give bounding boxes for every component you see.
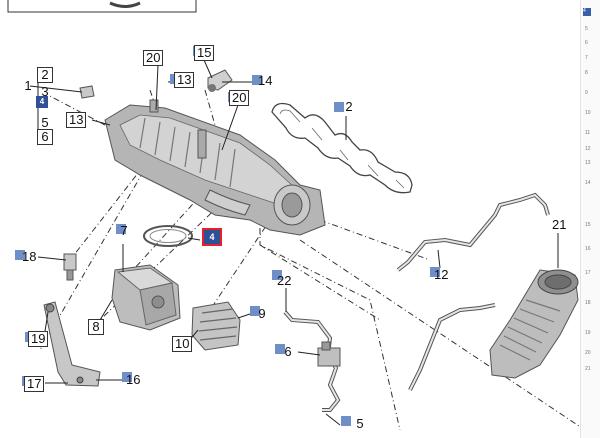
leader-lines bbox=[29, 59, 559, 426]
sidebar-item[interactable]: 14 bbox=[585, 180, 591, 186]
callout-20b: 20 bbox=[229, 90, 250, 106]
callout-9: 9 bbox=[258, 306, 266, 321]
tag-6b bbox=[275, 344, 285, 354]
part-4-marker[interactable]: 4 bbox=[36, 96, 48, 108]
corrugated-hose-21 bbox=[489, 269, 579, 379]
callout-14: 14 bbox=[258, 73, 273, 88]
tag-5b bbox=[341, 416, 351, 426]
sidebar-item[interactable]: 11 bbox=[585, 130, 591, 136]
callout-2b: 2 bbox=[345, 99, 353, 114]
tag-22 bbox=[272, 270, 282, 280]
callout-10: 10 bbox=[172, 336, 193, 352]
sidebar-item[interactable]: 20 bbox=[585, 350, 591, 356]
callout-13a: 13 bbox=[66, 112, 87, 128]
callout-6a: 6 bbox=[37, 129, 53, 145]
callout-15: 15 bbox=[194, 45, 215, 61]
callout-17: 17 bbox=[24, 376, 45, 392]
tag-12 bbox=[430, 267, 440, 277]
pipe-long bbox=[408, 303, 496, 391]
sidebar-item[interactable]: 10 bbox=[585, 110, 591, 116]
callout-22: 22 bbox=[277, 273, 292, 288]
valve-6 bbox=[317, 341, 341, 367]
sidebar-item[interactable]: 18 bbox=[585, 300, 591, 306]
sidebar-item[interactable]: 15 bbox=[585, 222, 591, 228]
callout-18: 18 bbox=[22, 249, 37, 264]
o-ring bbox=[143, 225, 193, 247]
callout-3: 3 bbox=[41, 84, 49, 99]
callout-5b: 5 bbox=[356, 416, 364, 431]
tag-7 bbox=[116, 224, 126, 234]
callout-21: 21 bbox=[552, 217, 567, 232]
parts-list-sidebar: 4 5 6 7 8 9 10 11 12 13 14 15 16 17 18 1… bbox=[580, 0, 600, 438]
sidebar-item[interactable]: 9 bbox=[585, 90, 588, 96]
gasket-set bbox=[271, 102, 413, 194]
intake-manifold bbox=[104, 99, 326, 236]
sensor-14 bbox=[207, 69, 233, 92]
bracket-assembly bbox=[191, 301, 241, 351]
sidebar-item[interactable]: 17 bbox=[585, 270, 591, 276]
top-thumbnail-box bbox=[7, 0, 197, 13]
callout-16: 16 bbox=[126, 372, 141, 387]
sensor-1 bbox=[79, 85, 95, 99]
callout-19: 19 bbox=[28, 331, 49, 347]
callout-12: 12 bbox=[434, 267, 449, 282]
sidebar-item[interactable]: 19 bbox=[585, 330, 591, 336]
callout-5a: 5 bbox=[41, 115, 49, 130]
sidebar-item[interactable]: 7 bbox=[585, 55, 588, 61]
throttle-body bbox=[111, 264, 181, 331]
sidebar-item[interactable]: 16 bbox=[585, 246, 591, 252]
sidebar-item[interactable]: 21 bbox=[585, 366, 591, 372]
tag-18 bbox=[15, 250, 25, 260]
sidebar-item[interactable]: 12 bbox=[585, 146, 591, 152]
callout-2a: 2 bbox=[37, 67, 53, 83]
highlighted-part-4-button[interactable]: 4 bbox=[202, 228, 222, 246]
callout-13b: 13 bbox=[174, 72, 195, 88]
callout-20a: 20 bbox=[143, 50, 164, 66]
sidebar-item[interactable]: 6 bbox=[585, 40, 588, 46]
callout-1: 1 bbox=[24, 78, 32, 93]
tag-16 bbox=[122, 372, 132, 382]
sidebar-item[interactable]: 8 bbox=[585, 70, 588, 76]
support-bracket bbox=[43, 301, 101, 387]
tag-2b bbox=[334, 102, 344, 112]
tag-9 bbox=[250, 306, 260, 316]
callout-7: 7 bbox=[120, 223, 128, 238]
sensor-18 bbox=[63, 253, 77, 281]
sidebar-item[interactable]: 13 bbox=[585, 160, 591, 166]
callout-8: 8 bbox=[88, 319, 104, 335]
sidebar-item-active[interactable]: 4 bbox=[583, 8, 591, 16]
sidebar-item[interactable]: 5 bbox=[585, 26, 588, 32]
pipe-12 bbox=[396, 192, 550, 272]
callout-6b: 6 bbox=[284, 344, 292, 359]
tag-14 bbox=[252, 75, 262, 85]
